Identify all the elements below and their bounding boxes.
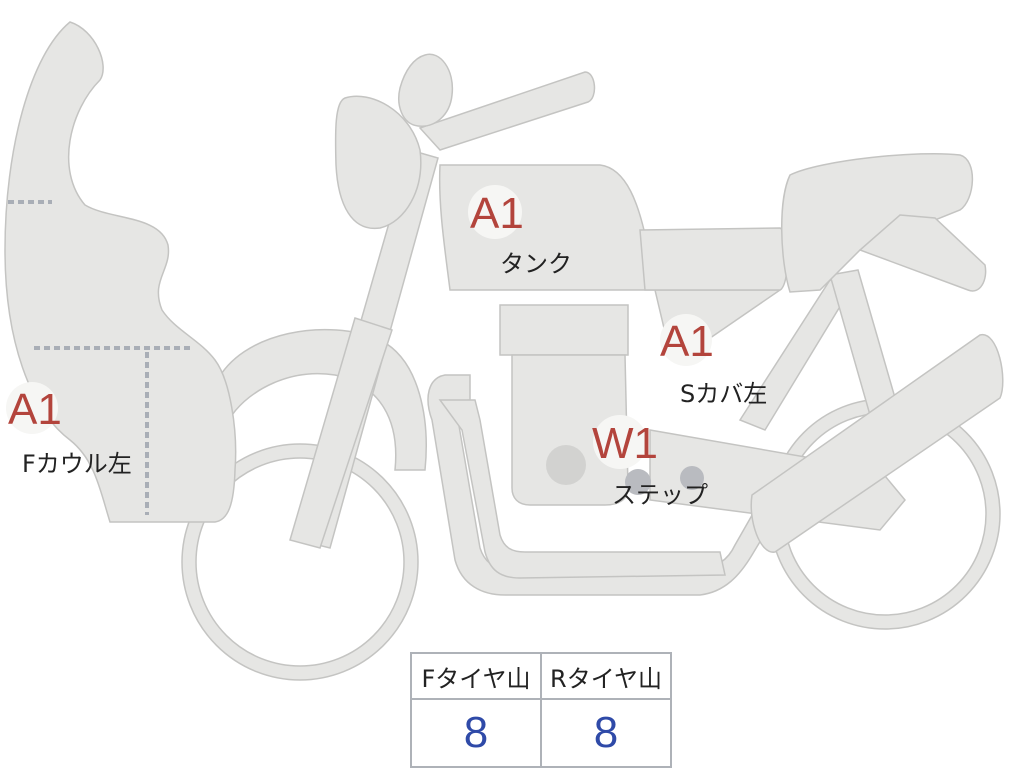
tail-cowl — [858, 214, 987, 292]
headlight — [334, 95, 422, 230]
front-wheel — [181, 443, 419, 681]
rear-tire-value: 8 — [540, 698, 672, 768]
tire-table-header-row: Fタイヤ山 Rタイヤ山 — [410, 652, 672, 700]
mirror — [398, 53, 454, 127]
marker-code: W1 — [592, 419, 658, 468]
handlebar — [418, 71, 596, 151]
engine-head — [499, 304, 629, 356]
marker-side-cover-left: A1 Sカバ左 — [660, 314, 767, 408]
marker-code: A1 — [470, 189, 524, 238]
marker-code: A1 — [8, 385, 62, 434]
marker-front-cowl-left: A1 Fカウル左 — [6, 382, 132, 478]
seat-rear — [781, 152, 974, 293]
marker-label: Fカウル左 — [22, 450, 132, 478]
step-peg-rear — [680, 466, 704, 490]
front-tire-value: 8 — [410, 698, 542, 768]
rear-tire-header: Rタイヤ山 — [540, 652, 672, 700]
marker-label: ステップ — [612, 481, 708, 509]
tire-tread-table: Fタイヤ山 Rタイヤ山 8 8 — [410, 652, 672, 768]
marker-step: W1 ステップ — [592, 415, 708, 509]
front-cowl — [4, 21, 237, 523]
marker-label: タンク — [500, 250, 572, 278]
tire-table-value-row: 8 8 — [410, 698, 672, 768]
marker-tank: A1 タンク — [468, 185, 572, 278]
fork-slider — [289, 317, 393, 549]
marker-label: Sカバ左 — [680, 380, 767, 408]
step-peg — [625, 469, 651, 495]
engine-block — [511, 354, 629, 506]
muffler — [750, 334, 1004, 553]
marker-code: A1 — [660, 317, 714, 366]
lower-frame — [438, 399, 726, 579]
seat-front — [639, 227, 789, 291]
engine-cover — [546, 445, 586, 485]
front-tire-header: Fタイヤ山 — [410, 652, 542, 700]
